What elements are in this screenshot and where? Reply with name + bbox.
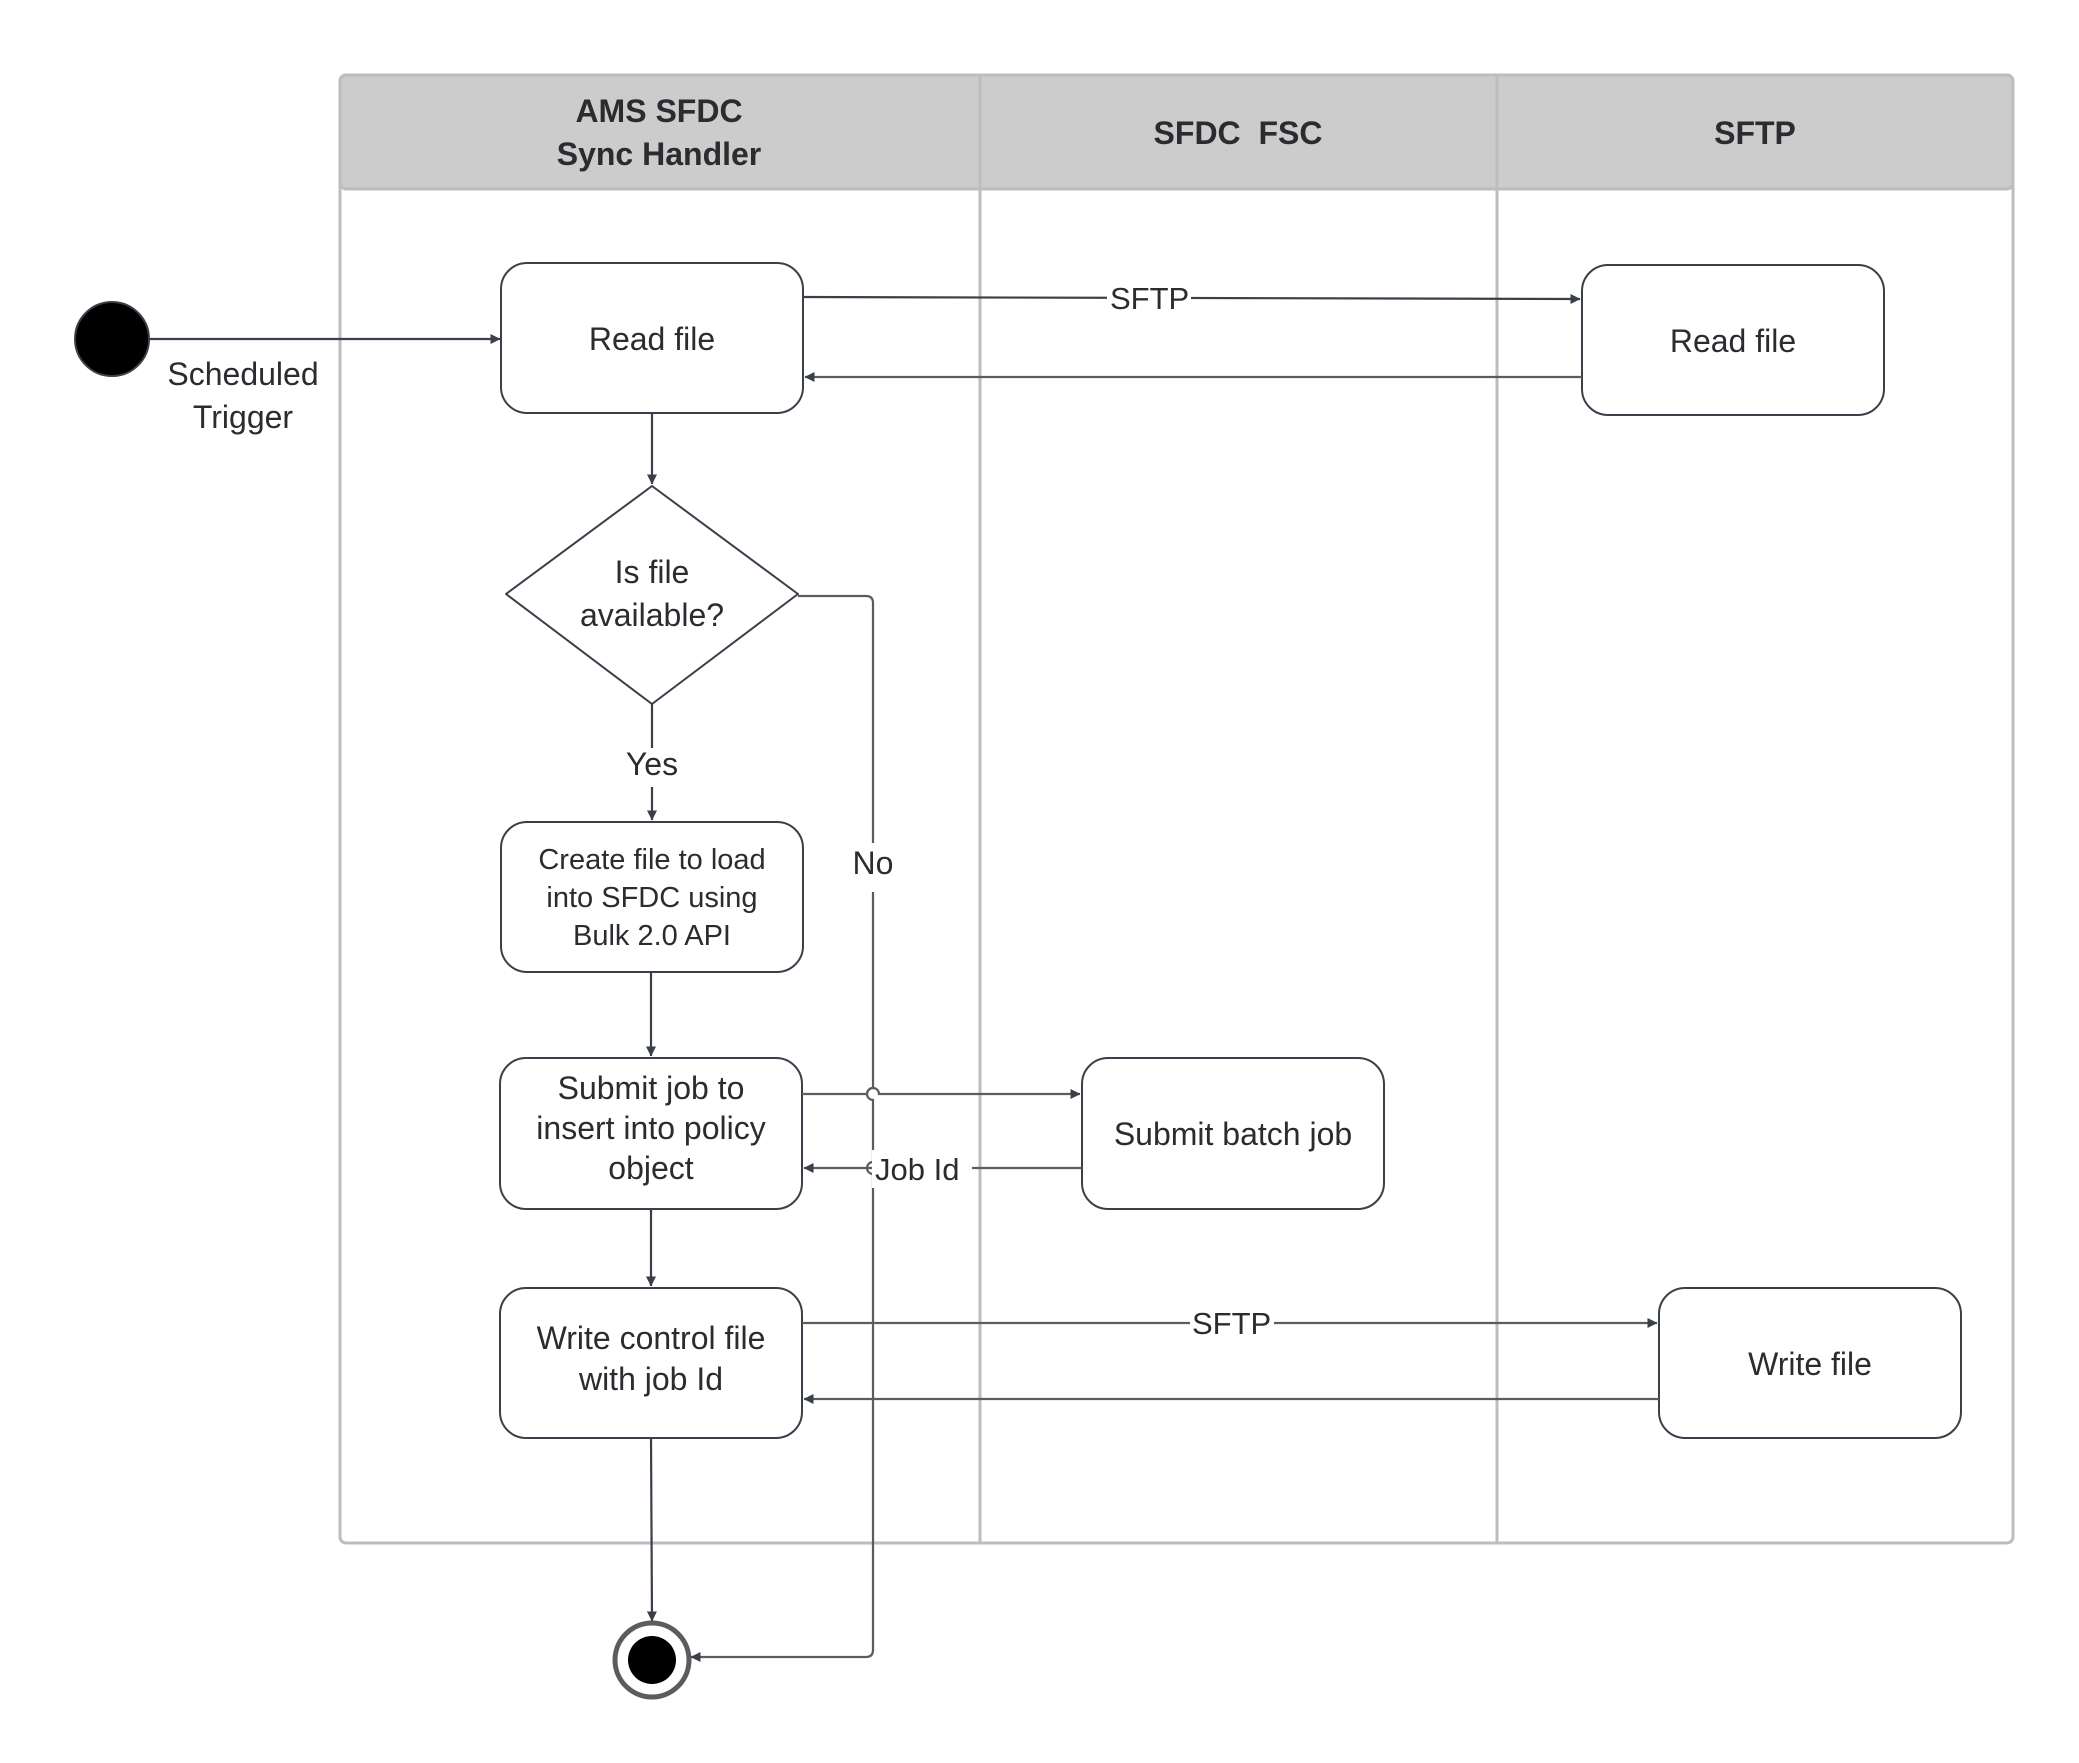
read-file-label: Read file [589, 321, 715, 357]
lane-title-ams-line1: AMS SFDC [575, 93, 742, 129]
node-submit-batch-job: Submit batch job [1081, 1057, 1385, 1210]
submit-batch-job-label: Submit batch job [1114, 1116, 1352, 1152]
start-label-line1: Scheduled [167, 356, 318, 392]
start-node: Scheduled Trigger [74, 301, 501, 435]
edge-label-bg-job-id [872, 1150, 972, 1188]
edge-submit-to-batch [802, 1086, 1081, 1099]
write-control-file-label-line2: with job Id [578, 1361, 723, 1397]
decision-label-line2: available? [580, 597, 724, 633]
start-label-line2: Trigger [193, 399, 294, 435]
node-write-control-file: Write control file with job Id [499, 1287, 803, 1439]
submit-job-label-line3: object [608, 1150, 694, 1186]
edge-label-no: No [853, 845, 894, 881]
swimlane-header-band [338, 73, 2015, 191]
sftp-write-file-box [1658, 1287, 1962, 1439]
lane-title-ams-line2: Sync Handler [557, 136, 762, 172]
node-decision: Is file available? [505, 485, 799, 705]
edge-label-sftp-write: SFTP [1192, 1306, 1271, 1341]
edge-write-to-end [646, 1437, 657, 1622]
node-submit-job: Submit job to insert into policy object [499, 1057, 803, 1210]
sftp-write-file-label: Write file [1748, 1346, 1872, 1382]
submit-batch-job-box [1081, 1057, 1385, 1210]
decision-label-line1: Is file [615, 554, 690, 590]
end-inner-dot [628, 1636, 676, 1684]
edge-label-sftp-read: SFTP [1110, 281, 1189, 316]
node-sftp-read-file: Read file [1581, 264, 1885, 416]
node-create-file: Create file to load into SFDC using Bulk… [500, 821, 804, 973]
edge-label-bg-sftp-read [1107, 278, 1191, 316]
edge-read-to-sftp [802, 293, 1581, 304]
sftp-read-file-label: Read file [1670, 323, 1796, 359]
edge-label-yes: Yes [626, 746, 678, 782]
submit-job-label-line2: insert into policy [536, 1110, 765, 1146]
create-file-label-line1: Create file to load [538, 844, 765, 876]
start-circle [74, 301, 150, 377]
sftp-read-file-box [1581, 264, 1885, 416]
submit-job-label-line1: Submit job to [558, 1070, 745, 1106]
edge-label-bg-sftp-write [1190, 1304, 1274, 1342]
create-file-label-line3: Bulk 2.0 API [573, 920, 731, 952]
write-control-file-label-line1: Write control file [537, 1320, 766, 1356]
lane-title-sftp: SFTP [1714, 115, 1796, 151]
end-node [612, 1620, 692, 1700]
node-sftp-write-file: Write file [1658, 1287, 1962, 1439]
edge-label-job-id: Job Id [875, 1152, 959, 1187]
node-read-file: Read file [500, 262, 804, 414]
lane-title-fsc: SFDC FSC [1154, 115, 1323, 151]
edge-decision-no-top [798, 594, 875, 843]
create-file-label-line2: into SFDC using [546, 882, 757, 914]
